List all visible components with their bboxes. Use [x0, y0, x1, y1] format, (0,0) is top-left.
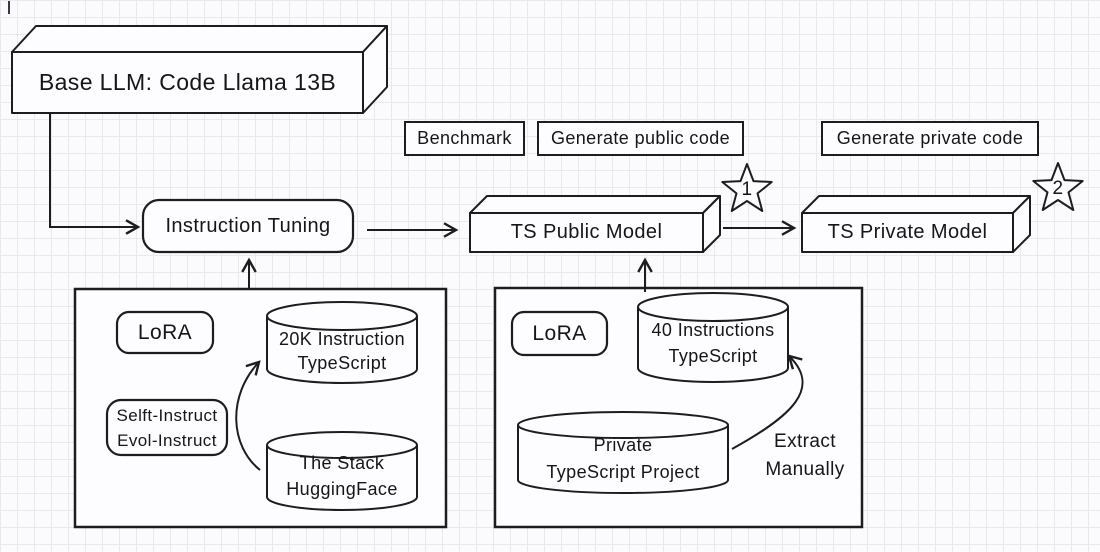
generate-public-label: Generate public code — [550, 128, 731, 148]
extract-manually-line1: Extract — [774, 431, 836, 452]
star-1-icon — [721, 163, 773, 212]
base-llm-box — [11, 25, 388, 114]
the-stack-label: The Stack HuggingFace — [267, 450, 417, 502]
base-llm-label: Base LLM: Code Llama 13B — [38, 69, 337, 95]
generate-public-box — [537, 121, 744, 156]
the-stack-line1: The Stack — [299, 453, 385, 473]
lora-right-box — [510, 310, 609, 357]
extract-manually-line2: Manually — [765, 459, 845, 480]
dataset-20k-label: 20K Instruction TypeScript — [267, 326, 417, 376]
dataset-20k-line2: TypeScript — [297, 353, 387, 373]
benchmark-box — [404, 121, 525, 156]
star-1-number: 1 — [741, 179, 753, 200]
dataset-40-label: 40 Instructions TypeScript — [638, 316, 788, 370]
dataset-40-line2: TypeScript — [668, 346, 758, 366]
dataset-40-line1: 40 Instructions — [651, 320, 775, 340]
star-2-number: 2 — [1052, 178, 1064, 199]
lora-left-box — [115, 310, 215, 355]
the-stack-cylinder — [266, 431, 418, 511]
private-project-line2: TypeScript Project — [546, 462, 700, 482]
benchmark-label: Benchmark — [417, 128, 512, 148]
ts-private-model-label: TS Private Model — [827, 221, 988, 243]
star-2-icon — [1032, 162, 1084, 211]
instruct-methods-box — [105, 398, 229, 457]
dataset-20k-cylinder — [266, 301, 418, 384]
instruct-methods-line1: Selft-Instruct — [116, 405, 218, 425]
instruct-methods-line2: Evol-Instruct — [117, 430, 217, 450]
lora-left-label: LoRA — [137, 320, 193, 344]
dataset-40-cylinder — [637, 292, 789, 383]
generate-private-label: Generate private code — [836, 128, 1024, 148]
dataset-20k-line1: 20K Instruction — [278, 329, 406, 349]
instruction-tuning-box — [141, 198, 355, 254]
arrow-basellm-to-tuning — [49, 113, 141, 235]
instruction-tuning-label: Instruction Tuning — [165, 214, 331, 237]
arrow-stack-to-20k — [235, 360, 261, 471]
ts-private-model-box — [801, 195, 1031, 253]
lora-right-label: LoRA — [532, 321, 587, 345]
private-project-label: Private TypeScript Project — [518, 431, 728, 487]
ts-public-model-label: TS Public Model — [510, 221, 663, 243]
the-stack-line2: HuggingFace — [286, 479, 398, 499]
private-project-line1: Private — [593, 435, 653, 455]
private-project-cylinder — [517, 411, 729, 494]
generate-private-box — [821, 121, 1039, 156]
ts-public-model-box — [469, 195, 721, 253]
arrow-project-to-40 — [731, 354, 804, 450]
extract-manually-note: Extract Manually — [748, 428, 862, 484]
instruct-methods-label: Selft-Instruct Evol-Instruct — [103, 400, 231, 455]
